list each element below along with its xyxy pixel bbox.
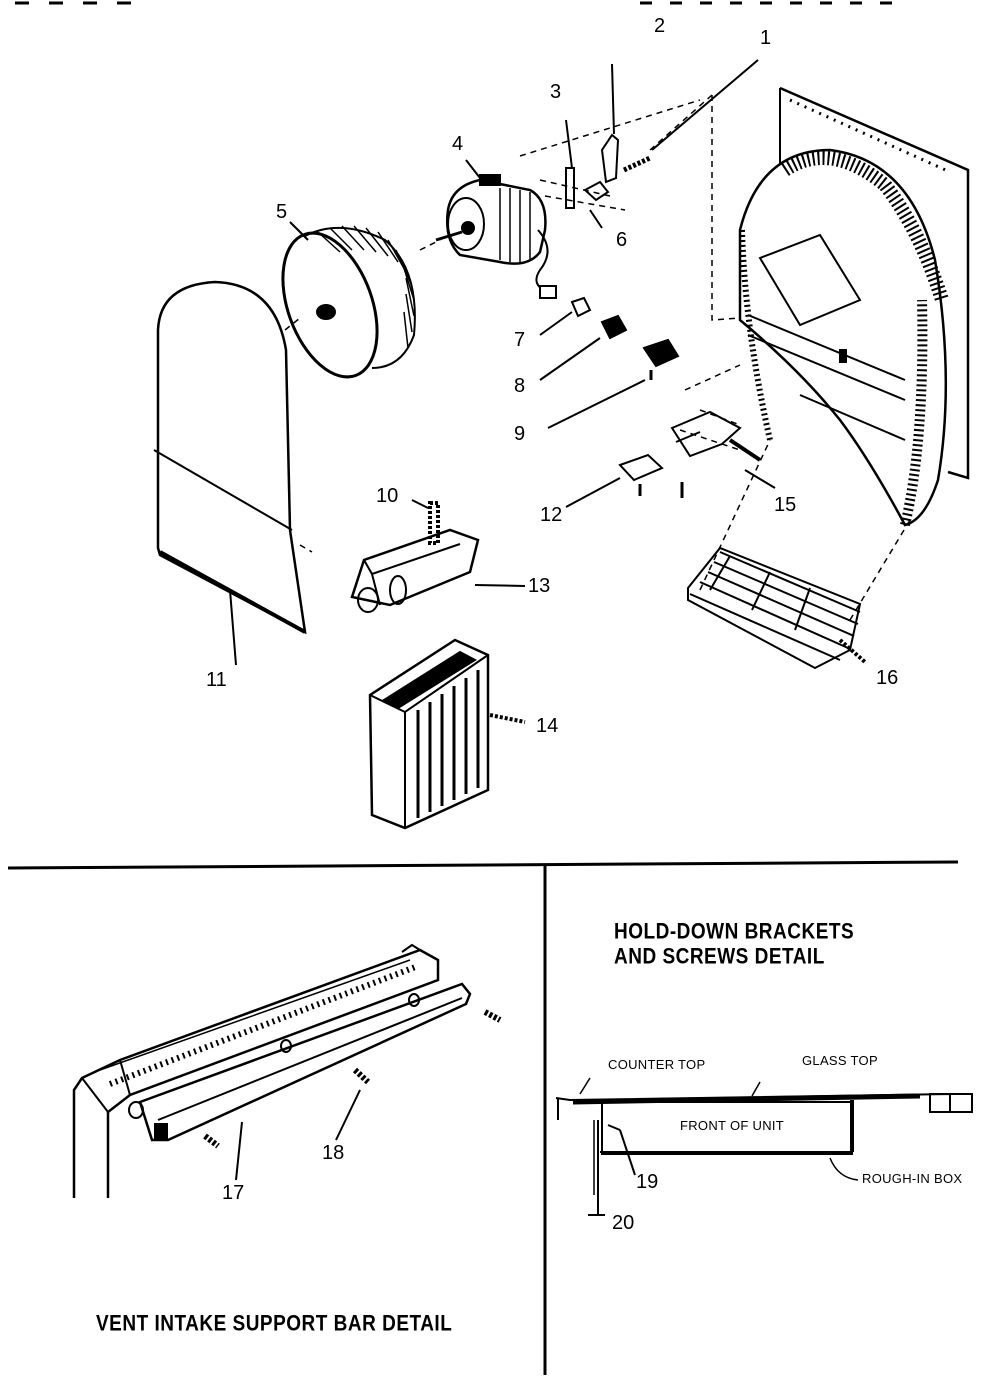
section-dividers (7, 860, 959, 1375)
holddown-title-line2: AND SCREWS DETAIL (614, 945, 825, 970)
callout-16: 16 (876, 667, 899, 689)
blower-housing (738, 86, 970, 527)
drain-tray (350, 501, 480, 613)
callout-5: 5 (276, 201, 288, 223)
label-counter-top: COUNTER TOP (608, 1057, 706, 1072)
label-rough-in-box: ROUGH-IN BOX (862, 1171, 963, 1186)
leader-lines (229, 159, 776, 666)
callout-6: 6 (616, 229, 628, 251)
callout-1: 1 (760, 27, 772, 49)
motor-mount-hardware (565, 59, 759, 229)
callout-3: 3 (550, 81, 562, 103)
callout-8: 8 (514, 375, 526, 397)
label-front-of-unit: FRONT OF UNIT (680, 1118, 785, 1133)
callout-9: 9 (514, 423, 526, 445)
label-glass-top: GLASS TOP (802, 1053, 878, 1068)
holddown-title-line1: HOLD-DOWN BRACKETS (614, 920, 855, 945)
callout-15: 15 (774, 494, 797, 516)
assembly-lines (284, 94, 911, 621)
blower-motor (435, 174, 557, 299)
callout-19: 19 (636, 1171, 659, 1193)
callout-2: 2 (654, 15, 666, 37)
front-cover-panel (153, 280, 307, 635)
callout-17: 17 (222, 1182, 245, 1204)
callout-11: 11 (206, 669, 227, 691)
callout-10: 10 (376, 485, 399, 507)
callout-14: 14 (536, 715, 559, 737)
callout-7: 7 (514, 329, 526, 351)
callout-18: 18 (322, 1142, 345, 1164)
hold-down-brackets (618, 410, 762, 498)
electrical-components (570, 296, 680, 380)
hold-down-detail-drawing (555, 1077, 973, 1216)
blower-wheel (281, 225, 416, 379)
callout-12: 12 (540, 504, 563, 526)
callout-20: 20 (612, 1212, 635, 1234)
vent-intake-bar-drawing (72, 943, 502, 1198)
callout-4: 4 (452, 133, 464, 155)
vent-detail-title: VENT INTAKE SUPPORT BAR DETAIL (96, 1312, 453, 1337)
heater-coil-block (368, 638, 526, 830)
callout-13: 13 (528, 575, 551, 597)
intake-grille (687, 546, 867, 670)
